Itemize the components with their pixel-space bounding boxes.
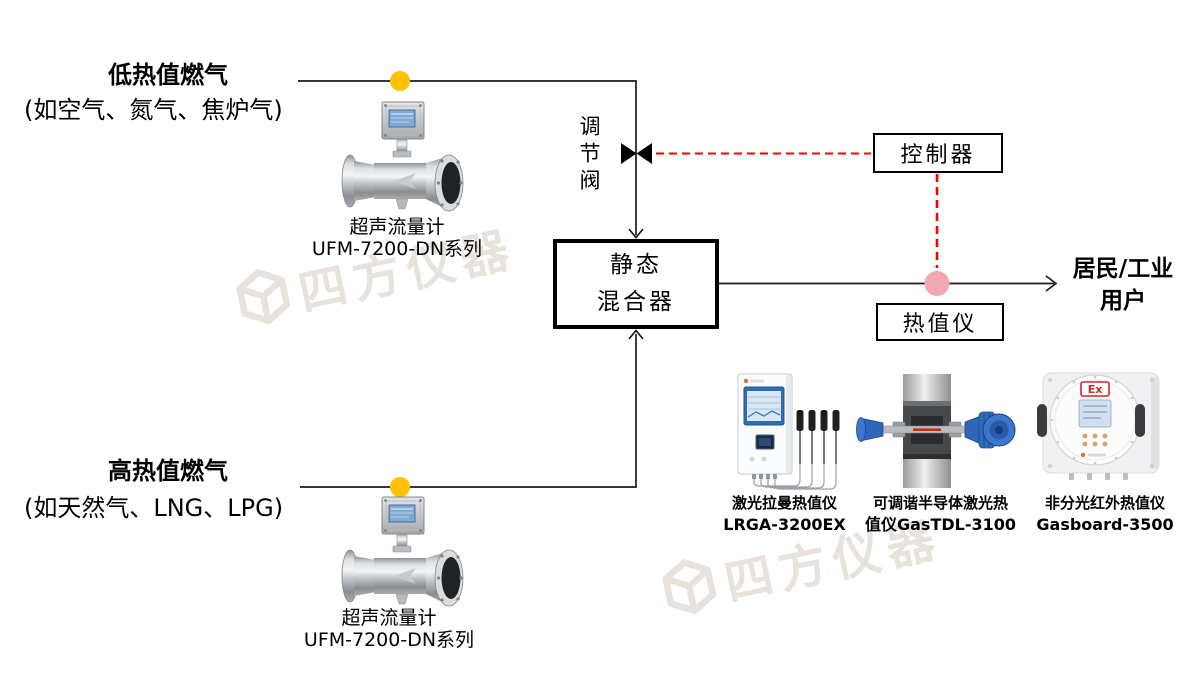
flow-meter-caption: 超声流量计 UFM-7200-DN系列 [292, 216, 502, 260]
high-gas-measuring-point [390, 477, 410, 497]
mixer-label-line2: 混合器 [597, 289, 675, 315]
arrow-into-mixer-top-icon [628, 228, 644, 239]
calorimeter-label: 热值仪 [902, 312, 978, 337]
valve-label: 调节阀 [577, 115, 601, 196]
product-2-model: 值仪GasTDL-3100 [864, 515, 1017, 534]
high-gas-pipe-line [300, 334, 637, 488]
flow-meter-caption: 超声流量计 UFM-7200-DN系列 [284, 607, 494, 651]
low-gas-pipe-line [298, 80, 637, 235]
arrow-into-mixer-bottom-icon [628, 329, 644, 340]
tdlas-transmitter [856, 417, 884, 442]
low-gas-title: 低热值燃气 [108, 61, 228, 89]
static-mixer-box: 静态 混合器 [553, 239, 719, 329]
flow-meter-model: UFM-7200-DN系列 [311, 238, 483, 260]
low-gas-subtitle: (如空气、氮气、焦炉气) [24, 96, 283, 124]
product-2-name: 可调谐半导体激光热 [872, 494, 1008, 512]
control-valve-icon [621, 143, 652, 164]
flow-meter-name: 超声流量计 [349, 216, 445, 238]
ultrasonic-flow-meter-image [330, 494, 478, 614]
tdlas-receiver [964, 411, 1016, 449]
product-3-name: 非分光红外热值仪 [1044, 494, 1165, 512]
ultrasonic-flow-meter-image [330, 99, 478, 219]
product-1-name: 激光拉曼热值仪 [731, 494, 837, 512]
product-2-label: 可调谐半导体激光热 值仪GasTDL-3100 [853, 493, 1028, 535]
flow-meter-name: 超声流量计 [341, 607, 437, 629]
product-3-label: 非分光红外热值仪 Gasboard-3500 [1030, 493, 1180, 535]
product-1-model: LRGA-3200EX [723, 515, 846, 534]
users-line2: 用户 [1100, 288, 1146, 314]
controller-label: 控制器 [900, 143, 976, 168]
left-handle [1037, 404, 1047, 437]
laser-raman-calorimeter-image [737, 373, 840, 490]
high-gas-title: 高热值燃气 [108, 457, 228, 485]
arrow-to-users-icon [1045, 275, 1058, 292]
calorimeter-sampling-point [924, 271, 950, 296]
mixer-label-line1: 静态 [610, 252, 662, 278]
cube-logo-icon [662, 559, 717, 615]
brand-watermark: 四方仪器 [229, 210, 521, 338]
raman-probes [796, 410, 840, 464]
ex-badge-text: Ex [1088, 383, 1103, 396]
tdlas-calorimeter-image [856, 374, 1016, 488]
flow-meter-model: UFM-7200-DN系列 [303, 629, 475, 651]
controller-box: 控制器 [873, 133, 1003, 173]
ex-badge-frame [1080, 381, 1110, 397]
product-1-label: 激光拉曼热值仪 LRGA-3200EX [707, 493, 862, 535]
right-handle [1135, 404, 1145, 437]
ndir-calorimeter-image: Ex [1037, 372, 1160, 480]
low-gas-measuring-point [390, 71, 410, 91]
users-line1: 居民/工业 [1072, 256, 1174, 282]
product-3-model: Gasboard-3500 [1036, 515, 1174, 534]
cube-logo-icon [236, 269, 291, 325]
users-label: 居民/工业 用户 [1058, 253, 1188, 317]
brand-watermark: 四方仪器 [655, 500, 947, 628]
calorimeter-box: 热值仪 [876, 303, 1004, 341]
high-gas-subtitle: (如天然气、LNG、LPG) [24, 494, 284, 522]
